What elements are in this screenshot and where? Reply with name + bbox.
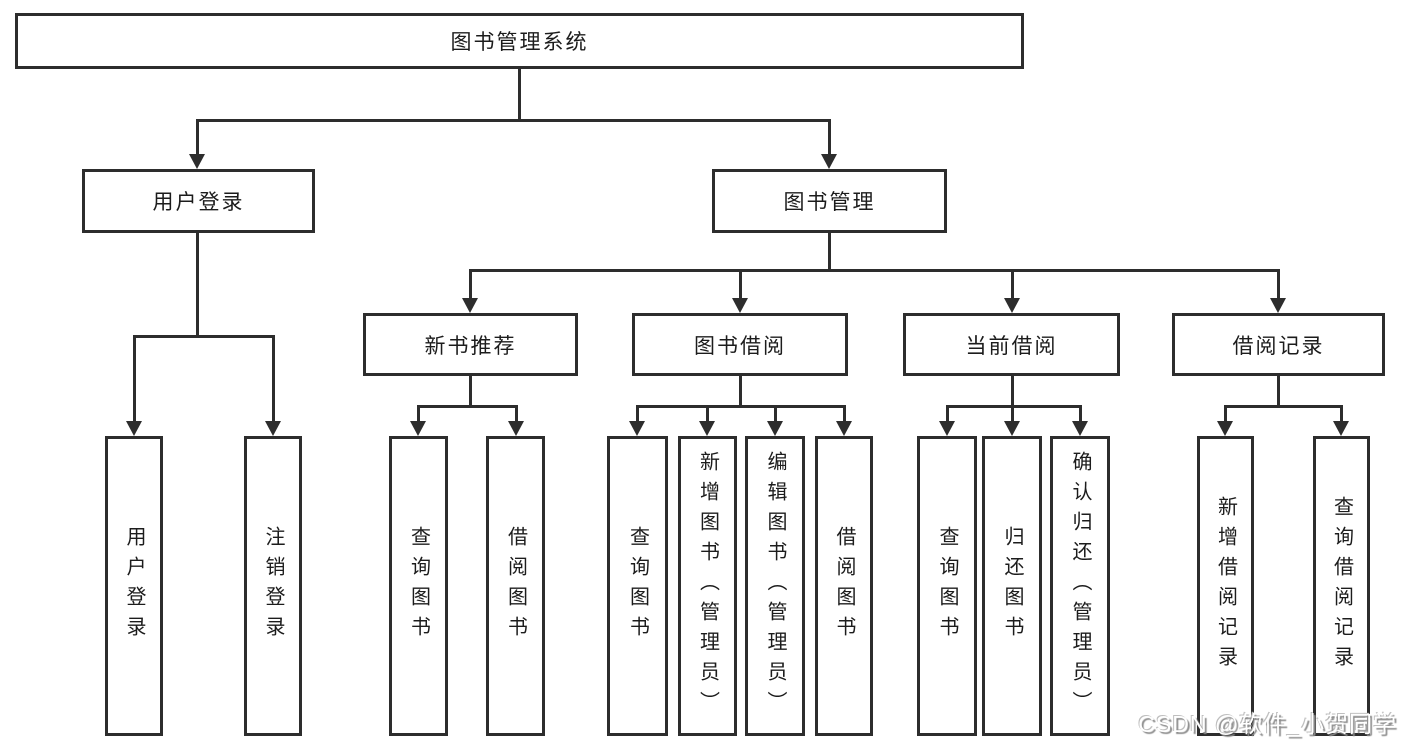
arrow-down-icon xyxy=(629,421,645,436)
arrow-down-icon xyxy=(1333,421,1349,436)
node-book-management: 图书管理 xyxy=(712,169,947,233)
arrow-down-icon xyxy=(1004,298,1020,313)
arrow-down-icon xyxy=(462,298,478,313)
node-label: 借阅图书 xyxy=(504,526,527,646)
node-new-book-recommendation: 新书推荐 xyxy=(363,313,578,376)
node-label: 查询借阅记录 xyxy=(1330,496,1353,676)
leaf-add-borrow-record: 新增借阅记录 xyxy=(1197,436,1254,736)
connector-line xyxy=(1011,405,1014,423)
leaf-edit-books-admin: 编辑图书（管理员） xyxy=(745,436,805,736)
arrow-down-icon xyxy=(126,421,142,436)
csdn-watermark: CSDN @软件_小贺同学 xyxy=(1138,711,1397,737)
connector-line xyxy=(469,269,472,300)
connector-line xyxy=(706,405,709,423)
arrow-down-icon xyxy=(732,298,748,313)
connector-line xyxy=(828,233,831,272)
connector-line xyxy=(946,405,949,423)
connector-line xyxy=(636,405,639,423)
leaf-borrow-books-1: 借阅图书 xyxy=(486,436,545,736)
node-label: 借阅记录 xyxy=(1232,334,1325,358)
connector-line xyxy=(1011,376,1014,408)
connector-line xyxy=(636,405,846,408)
leaf-borrow-books-2: 借阅图书 xyxy=(815,436,873,736)
connector-line xyxy=(518,69,521,121)
connector-line xyxy=(133,335,136,423)
leaf-query-borrow-record: 查询借阅记录 xyxy=(1313,436,1370,736)
connector-line xyxy=(739,269,742,300)
node-label: 查询图书 xyxy=(626,526,649,646)
leaf-add-books-admin: 新增图书（管理员） xyxy=(678,436,737,736)
connector-line xyxy=(774,405,777,423)
node-label: 用户登录 xyxy=(152,191,245,214)
connector-line xyxy=(1079,405,1082,423)
node-label: 注销登录 xyxy=(262,526,284,646)
arrow-down-icon xyxy=(410,421,426,436)
node-borrowing-records: 借阅记录 xyxy=(1172,313,1385,376)
arrow-down-icon xyxy=(1004,421,1020,436)
leaf-confirm-return-admin: 确认归还（管理员） xyxy=(1050,436,1110,736)
connector-line xyxy=(1277,376,1280,408)
connector-line xyxy=(417,405,518,408)
node-label: 图书管理系统 xyxy=(450,31,589,54)
node-label: 新书推荐 xyxy=(424,334,517,358)
connector-line xyxy=(739,376,742,408)
connector-line xyxy=(515,405,518,423)
leaf-user-login: 用户登录 xyxy=(105,436,163,736)
node-library-management-system: 图书管理系统 xyxy=(15,13,1024,69)
connector-line xyxy=(1224,405,1343,408)
arrow-down-icon xyxy=(767,421,783,436)
arrow-down-icon xyxy=(821,154,837,169)
connector-line xyxy=(417,405,420,423)
connector-line xyxy=(1340,405,1343,423)
connector-line xyxy=(133,335,275,338)
connector-line xyxy=(196,233,199,338)
connector-line xyxy=(1224,405,1227,423)
arrow-down-icon xyxy=(1072,421,1088,436)
connector-line xyxy=(272,335,275,423)
arrow-down-icon xyxy=(699,421,715,436)
node-label: 借阅图书 xyxy=(833,526,855,646)
node-label: 查询图书 xyxy=(936,526,958,646)
node-label: 编辑图书（管理员） xyxy=(764,451,786,721)
connector-line xyxy=(1011,269,1014,300)
arrow-down-icon xyxy=(1270,298,1286,313)
leaf-query-books-3: 查询图书 xyxy=(917,436,977,736)
node-label: 图书管理 xyxy=(783,191,876,214)
connector-line xyxy=(196,119,831,122)
arrow-down-icon xyxy=(1217,421,1233,436)
leaf-query-books-1: 查询图书 xyxy=(389,436,448,736)
node-label: 确认归还（管理员） xyxy=(1069,451,1091,721)
node-label: 归还图书 xyxy=(1001,526,1023,646)
node-label: 图书借阅 xyxy=(694,334,786,358)
arrow-down-icon xyxy=(265,421,281,436)
node-current-borrowing: 当前借阅 xyxy=(903,313,1120,376)
node-user-login: 用户登录 xyxy=(82,169,315,233)
leaf-logout: 注销登录 xyxy=(244,436,302,736)
arrow-down-icon xyxy=(189,154,205,169)
node-label: 用户登录 xyxy=(123,526,145,646)
node-label: 查询图书 xyxy=(407,526,430,646)
arrow-down-icon xyxy=(508,421,524,436)
arrow-down-icon xyxy=(939,421,955,436)
connector-line xyxy=(469,376,472,408)
connector-line xyxy=(946,405,1082,408)
node-book-borrowing: 图书借阅 xyxy=(632,313,848,376)
connector-line xyxy=(196,119,199,156)
leaf-query-books-2: 查询图书 xyxy=(607,436,668,736)
node-label: 当前借阅 xyxy=(965,334,1058,358)
arrow-down-icon xyxy=(836,421,852,436)
connector-line xyxy=(469,269,1280,272)
connector-line xyxy=(828,119,831,156)
leaf-return-books: 归还图书 xyxy=(982,436,1042,736)
node-label: 新增图书（管理员） xyxy=(696,451,719,721)
connector-line xyxy=(843,405,846,423)
connector-line xyxy=(1277,269,1280,300)
node-label: 新增借阅记录 xyxy=(1214,496,1237,676)
